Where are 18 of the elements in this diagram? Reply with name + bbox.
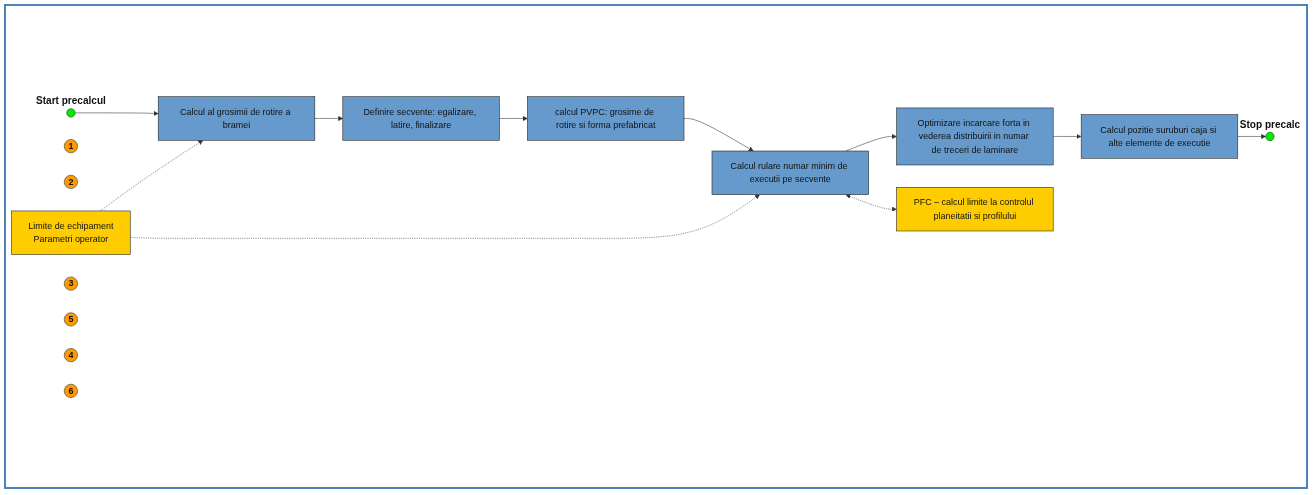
node-box: Calcul rulare numar minim de executii pe secvente: [711, 150, 869, 195]
node-circle: 6: [63, 383, 78, 398]
node-box: calcul PVPC: grosime de rotire si forma prefabricat: [527, 96, 685, 141]
node-box: Calcul al grosimii de rotire a bramei: [157, 96, 316, 141]
node-box: Optimizare incarcare forta in vederea distribuirii in numar de treceri de laminare: [896, 107, 1054, 166]
node-circle: 1: [63, 139, 78, 154]
node-circle: 5: [63, 312, 78, 327]
node-box: Limite de echipament Parametri operator: [11, 210, 131, 255]
node-box: Calcul pozitie suruburi caja si alte elemente de executie: [1080, 114, 1239, 159]
node-circle: 4: [63, 348, 78, 363]
node-circle: 3: [63, 276, 78, 291]
node-caption: Start precalcul: [36, 95, 106, 107]
node-circle: [1265, 132, 1275, 141]
node-caption: Stop precalc: [1239, 118, 1301, 130]
node-box: PFC – calcul limite la controlul planeitatii si profilului: [896, 187, 1054, 232]
node-circle: [66, 108, 76, 118]
node-box: Definire secvente: egalizare, latire, finalizare: [342, 96, 500, 141]
node-circle: 2: [63, 174, 78, 189]
